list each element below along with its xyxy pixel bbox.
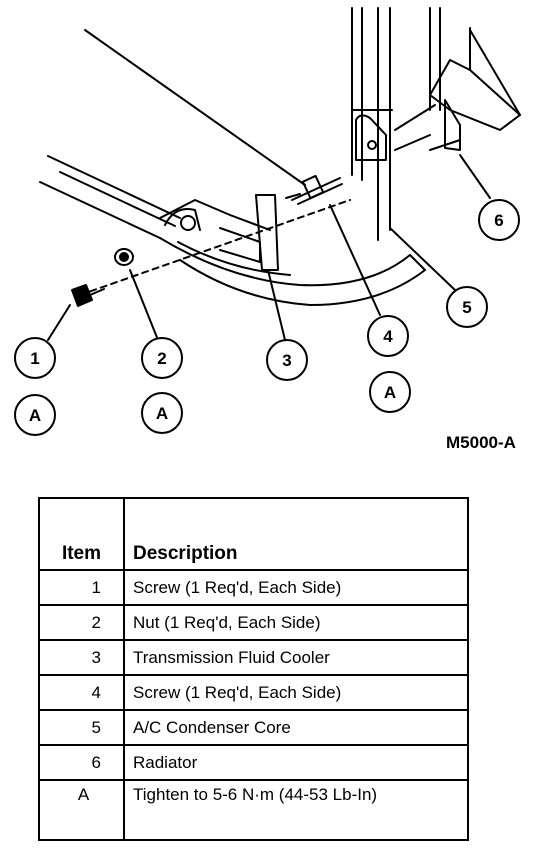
svg-text:5: 5 [462, 298, 471, 317]
row-item: 3 [38, 639, 125, 676]
row-description: Screw (1 Req'd, Each Side) [123, 569, 469, 606]
callout-A-3: A [369, 371, 411, 413]
callout-leaders [47, 154, 491, 341]
figure-code: M5000-A [446, 433, 516, 452]
row-item: 4 [38, 674, 125, 711]
row-item: 2 [38, 604, 125, 641]
row-description: Nut (1 Req'd, Each Side) [123, 604, 469, 641]
table-row: 3 Transmission Fluid Cooler [38, 639, 469, 676]
table-header-row: Item Description [38, 497, 469, 571]
svg-text:3: 3 [282, 351, 291, 370]
callout-3: 3 [266, 339, 308, 381]
svg-text:A: A [29, 406, 41, 425]
row-item: 6 [38, 744, 125, 781]
svg-text:1: 1 [30, 349, 39, 368]
row-description: A/C Condenser Core [123, 709, 469, 746]
svg-text:A: A [384, 383, 396, 402]
callout-2: 2 [141, 337, 183, 379]
table-row: 1 Screw (1 Req'd, Each Side) [38, 569, 469, 606]
row-description: Radiator [123, 744, 469, 781]
assembly-axis [79, 199, 351, 296]
row-item: A [38, 779, 125, 841]
support-rod-line [84, 29, 306, 186]
callout-4: 4 [367, 315, 409, 357]
table-row: 4 Screw (1 Req'd, Each Side) [38, 674, 469, 711]
header-item: Item [38, 497, 125, 571]
row-item: 5 [38, 709, 125, 746]
svg-text:4: 4 [383, 327, 393, 346]
header-description: Description [123, 497, 469, 571]
callout-A-1: A [14, 394, 56, 436]
callout-6: 6 [478, 199, 520, 241]
screw-item-1 [71, 284, 105, 307]
screw-item-4 [285, 174, 343, 205]
callout-5: 5 [446, 286, 488, 328]
exploded-assembly-diagram: 1 A 2 A 3 4 A 5 [14, 7, 521, 436]
callout-A-2: A [141, 392, 183, 434]
parts-table: Item Description 1 Screw (1 Req'd, Each … [38, 497, 469, 841]
row-description: Screw (1 Req'd, Each Side) [123, 674, 469, 711]
svg-text:2: 2 [157, 349, 166, 368]
table-row: 5 A/C Condenser Core [38, 709, 469, 746]
nut-item-2 [114, 248, 134, 266]
condenser-frame [351, 7, 393, 241]
svg-text:6: 6 [494, 211, 503, 230]
svg-text:A: A [156, 404, 168, 423]
table-row: A Tighten to 5-6 N·m (44-53 Lb-In) [38, 779, 469, 841]
row-description: Transmission Fluid Cooler [123, 639, 469, 676]
radiator [394, 7, 521, 151]
callout-1: 1 [14, 337, 56, 379]
row-item: 1 [38, 569, 125, 606]
row-description: Tighten to 5-6 N·m (44-53 Lb-In) [123, 779, 469, 841]
table-row: 6 Radiator [38, 744, 469, 781]
frame-rail [39, 155, 426, 306]
transmission-fluid-cooler [159, 194, 291, 276]
table-row: 2 Nut (1 Req'd, Each Side) [38, 604, 469, 641]
